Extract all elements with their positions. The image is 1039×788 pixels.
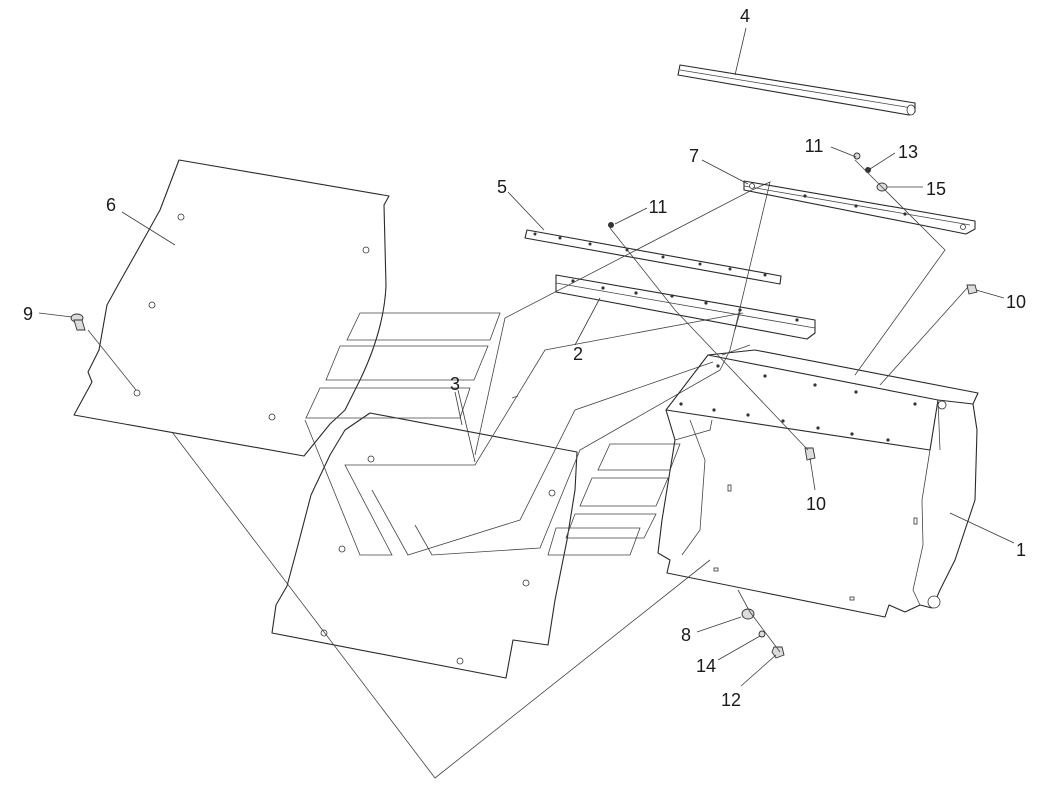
- label-2: 2: [573, 344, 583, 364]
- label-14: 14: [696, 656, 716, 676]
- label-7: 7: [689, 146, 699, 166]
- label-13: 13: [898, 142, 918, 162]
- part-6-left-panel: [73, 159, 390, 457]
- label-8: 8: [681, 625, 691, 645]
- label-3: 3: [450, 374, 460, 394]
- label-15: 15: [926, 179, 946, 199]
- bolt-10-mid: [804, 447, 816, 461]
- assembly-lines: [87, 159, 969, 779]
- bolt-9: [70, 313, 86, 331]
- label-11-mid: 11: [649, 197, 668, 217]
- part-2-gasket-outlines: [304, 181, 771, 556]
- part-7-bracket: [743, 180, 976, 235]
- nut-11-mid: [608, 222, 614, 228]
- bolt-10-right: [966, 284, 978, 295]
- part-4-rail: [677, 64, 916, 116]
- label-11-top: 11: [805, 136, 824, 156]
- part-3-floor-panel: [271, 412, 578, 679]
- label-9: 9: [23, 304, 33, 324]
- washer-8: [741, 608, 755, 620]
- part-2-strip: [555, 274, 816, 340]
- label-5: 5: [497, 177, 507, 197]
- washer-13: [865, 167, 871, 173]
- washer-14: [758, 630, 766, 638]
- nut-12: [771, 646, 785, 659]
- hardware: [70, 152, 978, 659]
- label-10-mid: 10: [806, 494, 826, 514]
- label-10-right: 10: [1006, 292, 1026, 312]
- label-4: 4: [740, 6, 750, 26]
- leader-lines: [38, 27, 1015, 687]
- label-6: 6: [106, 195, 116, 215]
- nut-11-top: [853, 152, 861, 160]
- callout-labels: 4 7 5 11 6 9 2 3 11 13 15 10 10 1 8 14 1…: [23, 6, 1026, 710]
- part-1-housing: [657, 344, 979, 618]
- label-12: 12: [721, 690, 741, 710]
- label-1: 1: [1016, 540, 1026, 560]
